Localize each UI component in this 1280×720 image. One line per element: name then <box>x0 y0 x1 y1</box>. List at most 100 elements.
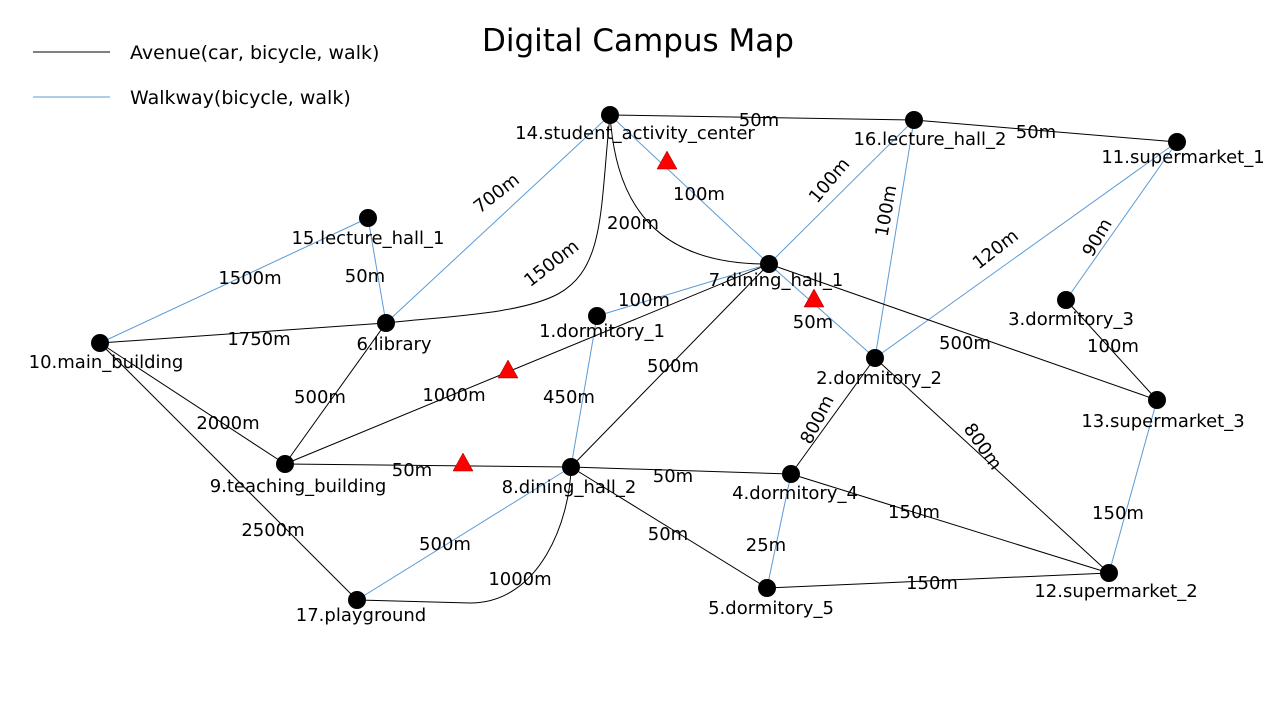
map-node-5[interactable] <box>758 579 776 597</box>
edge-distance-label-5-12: 150m <box>906 573 958 594</box>
map-node-7[interactable] <box>760 255 778 273</box>
edge-distance-label-10-17: 2500m <box>241 520 304 541</box>
walkway-edge-14-7 <box>609 114 770 265</box>
node-label-17: 17.playground <box>296 605 426 626</box>
edge-distance-label-8-5: 50m <box>648 524 688 545</box>
map-node-1[interactable] <box>588 307 606 325</box>
walkway-edge-11-2 <box>874 141 1178 359</box>
node-labels-layer: 1.dormitory_1 2.dormitory_2 3.dormitory_3 4… <box>29 123 1265 626</box>
walkway-edge-15-10 <box>99 217 369 344</box>
node-label-1: 1.dormitory_1 <box>539 321 665 342</box>
edge-distance-label-14-7: 100m <box>673 184 725 205</box>
edge-distance-label-16-11: 50m <box>1016 122 1056 143</box>
walkway-edge-1-8 <box>570 315 598 468</box>
avenue-edge-14-6 <box>385 114 611 324</box>
avenue-edge-5-12 <box>766 572 1110 589</box>
node-label-6: 6.library <box>356 334 431 355</box>
markers-layer <box>452 150 825 472</box>
map-node-11[interactable] <box>1168 133 1186 151</box>
edge-distance-label-7-2: 50m <box>793 312 833 333</box>
node-label-15: 15.lecture_hall_1 <box>291 228 444 249</box>
walkway-edge-7-2 <box>768 263 876 359</box>
edge-distance-label-3-13: 100m <box>1087 336 1139 357</box>
edge-distance-label-14-6: 1500m <box>520 236 583 292</box>
edge-distance-label-4-12: 150m <box>888 502 940 523</box>
avenue-edge-8-5 <box>570 466 768 589</box>
avenue-edge-6-9 <box>284 322 387 465</box>
node-label-14: 14.student_activity_center <box>515 123 755 144</box>
edge-distance-label-2-4: 800m <box>796 392 838 448</box>
edge-distance-label-8-4: 50m <box>653 466 693 487</box>
edge-distance-label-14-6: 700m <box>470 169 524 217</box>
edge-distance-label-9-8: 50m <box>392 460 432 481</box>
map-node-6[interactable] <box>377 314 395 332</box>
avenue-edge-2-4 <box>790 357 876 475</box>
node-label-5: 5.dormitory_5 <box>708 598 834 619</box>
node-label-13: 13.supermarket_3 <box>1081 411 1244 432</box>
node-label-7: 7.dining_hall_1 <box>709 270 844 291</box>
edge-distance-label-14-7: 200m <box>607 213 659 234</box>
edge-distance-label-4-5: 25m <box>746 535 786 556</box>
map-node-16[interactable] <box>905 111 923 129</box>
avenue-edge-7-9 <box>284 263 770 465</box>
node-label-2: 2.dormitory_2 <box>816 368 942 389</box>
map-node-10[interactable] <box>91 334 109 352</box>
edge-distance-label-8-17: 1000m <box>488 569 551 590</box>
edge-distance-label-8-17: 500m <box>419 534 471 555</box>
node-label-12: 12.supermarket_2 <box>1034 581 1197 602</box>
node-label-4: 4.dormitory_4 <box>732 483 858 504</box>
node-label-3: 3.dormitory_3 <box>1008 309 1134 330</box>
avenue-edge-3-13 <box>1065 299 1158 401</box>
walkway-edge-4-5 <box>766 473 792 589</box>
map-node-13[interactable] <box>1148 391 1166 409</box>
avenue-edge-10-6 <box>99 322 387 344</box>
walkway-edge-16-7 <box>768 119 915 265</box>
edge-distance-label-1-7: 100m <box>618 290 670 311</box>
map-node-15[interactable] <box>359 209 377 227</box>
walkway-edge-15-6 <box>367 217 387 324</box>
map-node-17[interactable] <box>348 591 366 609</box>
map-node-2[interactable] <box>866 349 884 367</box>
node-label-16: 16.lecture_hall_2 <box>853 129 1006 150</box>
avenue-edge-2-12 <box>874 357 1110 574</box>
edge-distance-label-7-8: 500m <box>647 356 699 377</box>
edge-distance-label-10-9: 2000m <box>196 413 259 434</box>
warning-triangle-icon <box>803 288 825 308</box>
warning-triangle-icon <box>656 150 678 170</box>
avenue-edge-7-13 <box>768 263 1158 401</box>
edge-distance-label-15-10: 1500m <box>218 268 281 289</box>
walkway-edge-14-6 <box>385 114 611 324</box>
edge-distance-label-1-8: 450m <box>543 387 595 408</box>
edge-distance-label-10-6: 1750m <box>227 329 290 350</box>
avenue-edge-10-17 <box>99 342 358 601</box>
map-node-8[interactable] <box>562 458 580 476</box>
map-node-4[interactable] <box>782 465 800 483</box>
edge-distance-label-7-13: 500m <box>939 333 991 354</box>
avenue-edge-16-11 <box>913 119 1178 143</box>
edge-distance-label-16-2: 100m <box>872 184 902 239</box>
warning-triangle-icon <box>452 452 474 472</box>
legend: Avenue(car, bicycle, walk) Walkway(bicyc… <box>33 42 379 109</box>
node-label-11: 11.supermarket_1 <box>1101 147 1264 168</box>
node-label-8: 8.dining_hall_2 <box>502 477 637 498</box>
map-node-9[interactable] <box>276 455 294 473</box>
edge-distance-label-14-16: 50m <box>739 110 779 131</box>
node-label-10: 10.main_building <box>29 352 184 373</box>
walkway-edge-13-12 <box>1108 399 1158 574</box>
edges-layer <box>99 114 1178 604</box>
edge-distance-label-13-12: 150m <box>1092 503 1144 524</box>
node-label-9: 9.teaching_building <box>210 476 387 497</box>
edge-distance-label-7-9: 1000m <box>422 385 485 406</box>
map-node-12[interactable] <box>1100 564 1118 582</box>
edge-distance-label-16-7: 100m <box>805 154 854 207</box>
edge-distance-label-6-9: 500m <box>294 387 346 408</box>
avenue-edge-4-12 <box>790 473 1110 574</box>
map-node-14[interactable] <box>601 106 619 124</box>
avenue-edge-7-8 <box>570 263 770 468</box>
avenue-edge-14-7 <box>609 114 770 265</box>
edge-distance-label-11-3: 90m <box>1078 215 1116 261</box>
walkway-edge-16-2 <box>874 119 915 359</box>
map-node-3[interactable] <box>1057 291 1075 309</box>
